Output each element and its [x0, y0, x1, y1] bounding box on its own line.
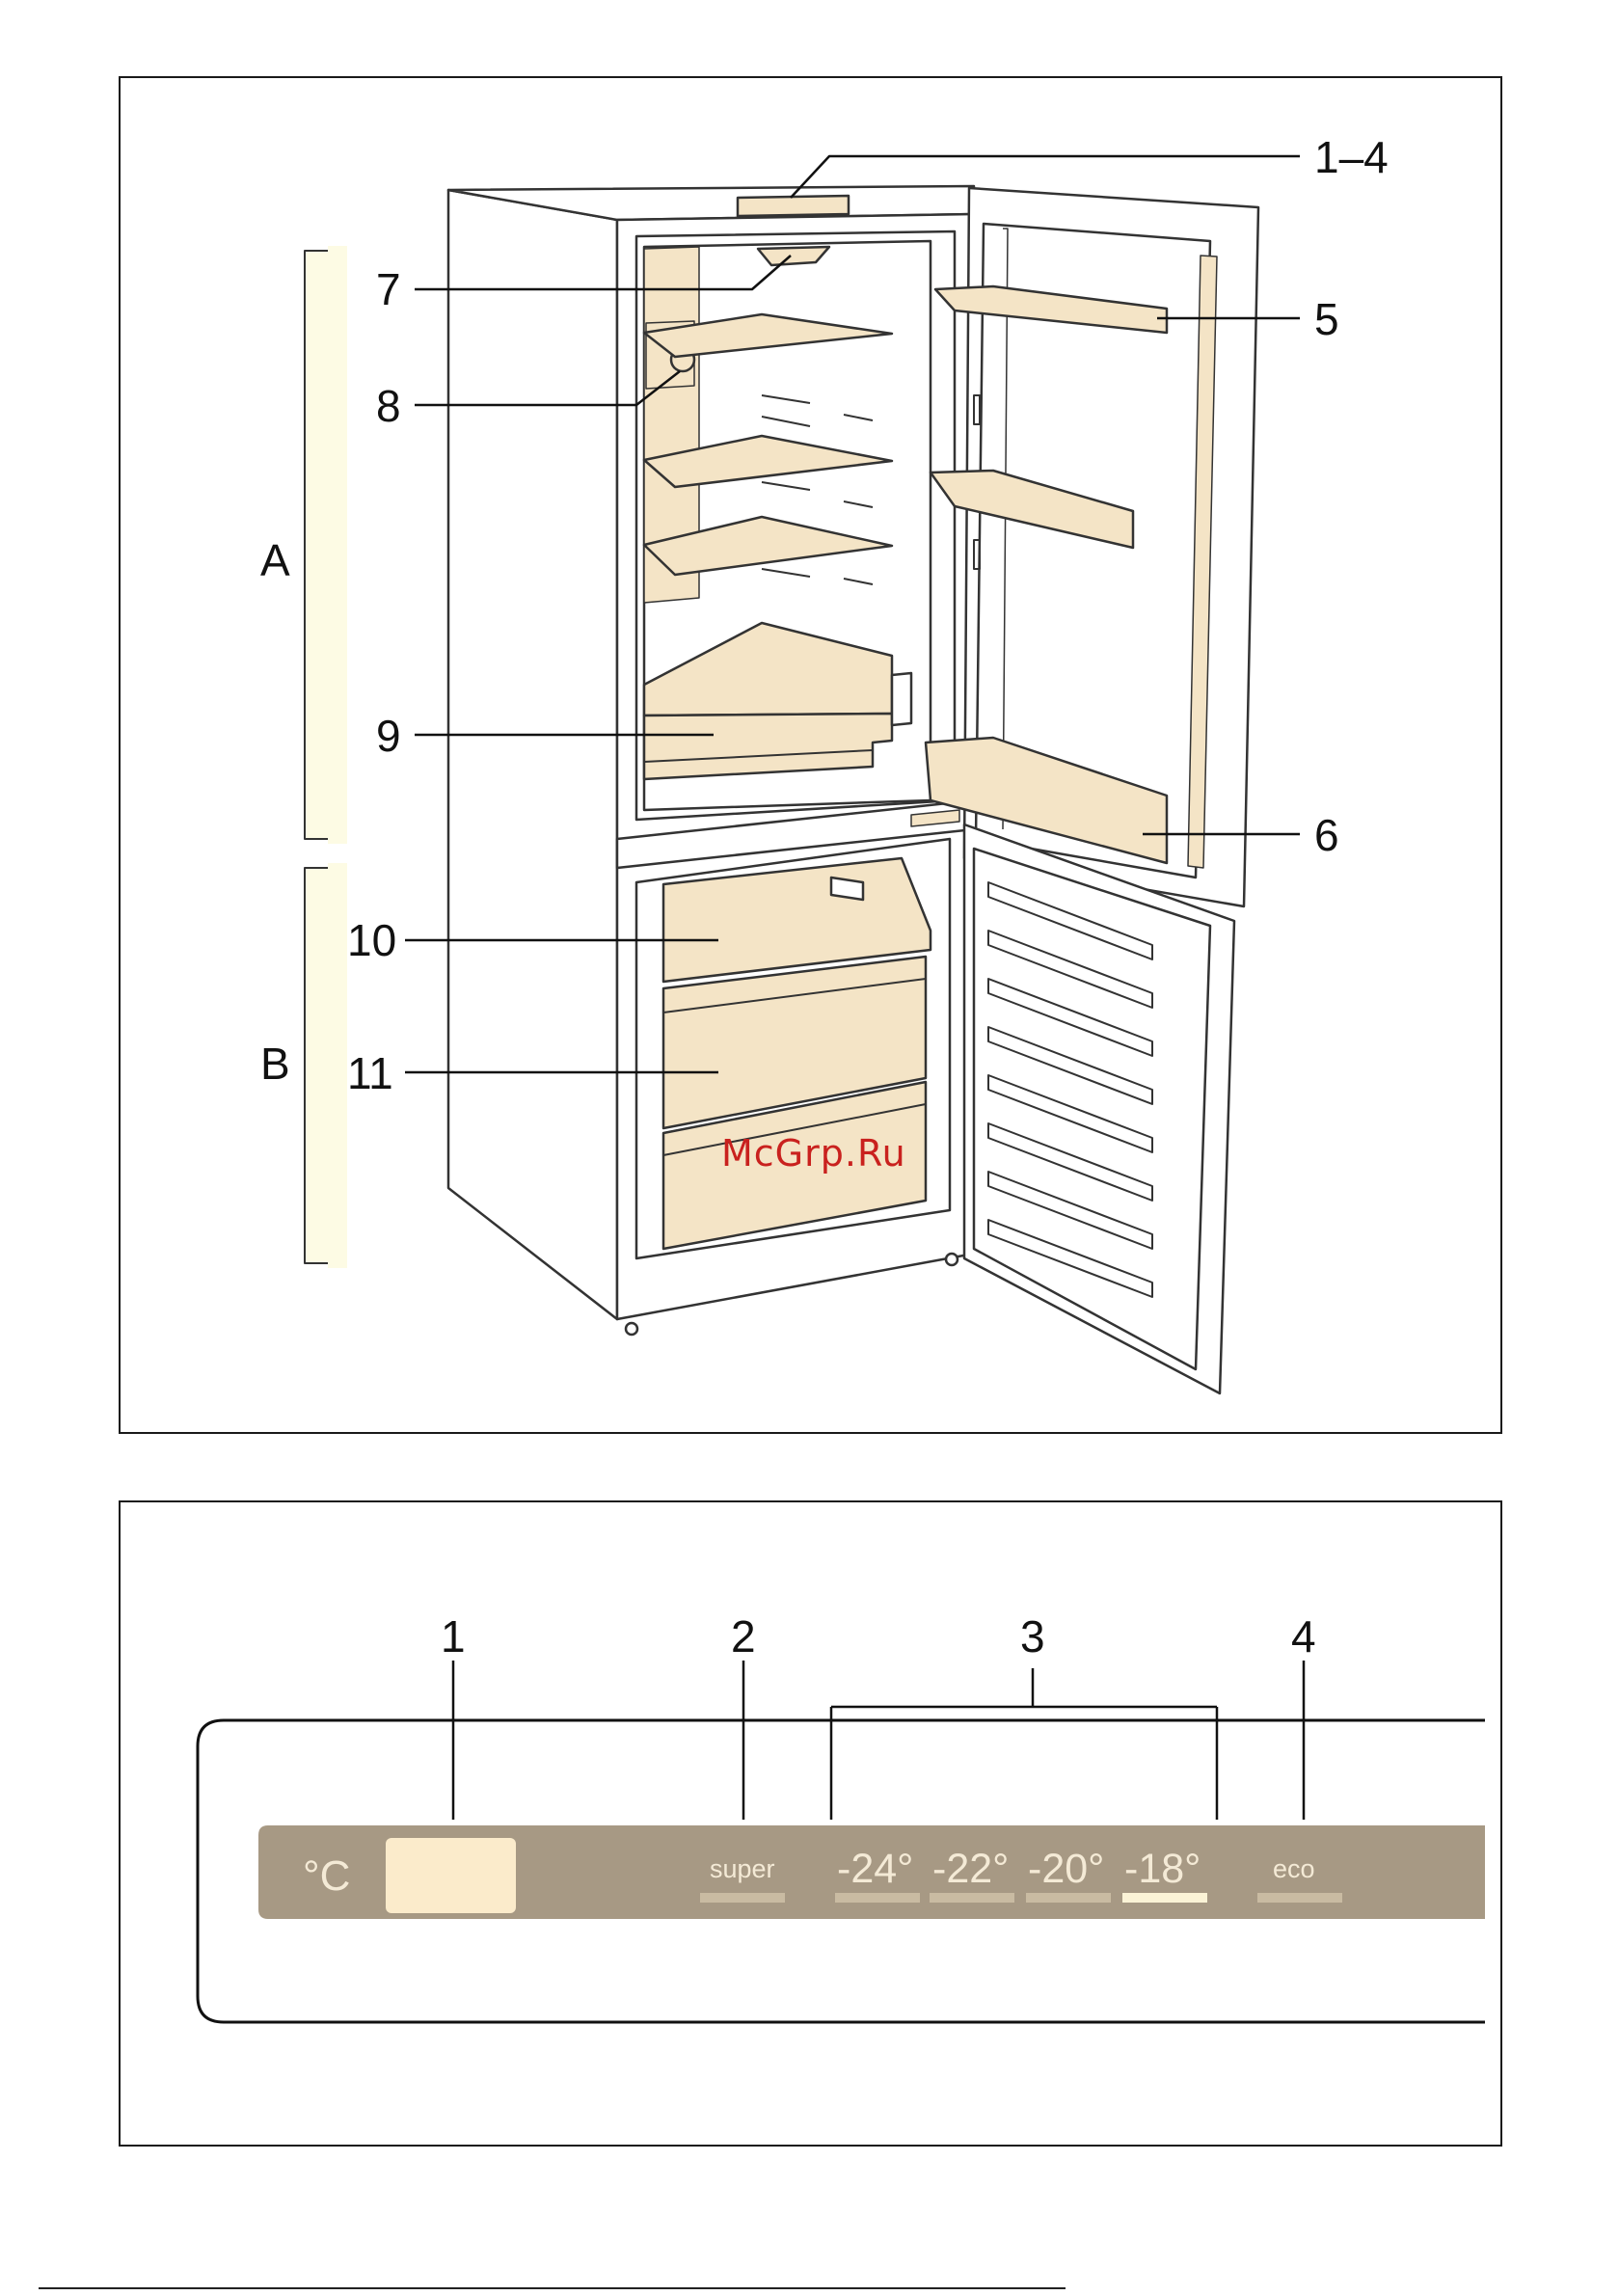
celsius-unit-label: °C [303, 1855, 350, 1898]
callout-9: 9 [376, 714, 401, 758]
callout-11: 11 [347, 1051, 393, 1095]
temp-22-button[interactable]: -22° [932, 1849, 1009, 1890]
footer-rule [39, 2287, 1066, 2289]
zone-b-label: B [260, 1041, 290, 1086]
callout-8: 8 [376, 384, 401, 428]
zone-a-label: A [260, 538, 290, 582]
callout-1-4: 1–4 [1314, 135, 1389, 179]
temp-20-button[interactable]: -20° [1028, 1849, 1104, 1890]
callout-5: 5 [1314, 297, 1339, 341]
panel-callout-4: 4 [1291, 1614, 1316, 1659]
control-panel-frame [119, 1500, 1502, 2147]
eco-button[interactable]: eco [1273, 1856, 1315, 1882]
callout-10: 10 [347, 918, 396, 962]
temp-24-button[interactable]: -24° [837, 1849, 913, 1890]
panel-callout-1: 1 [441, 1614, 466, 1659]
super-button[interactable]: super [710, 1856, 775, 1882]
panel-callout-3: 3 [1020, 1614, 1045, 1659]
temp-18-button[interactable]: -18° [1124, 1849, 1201, 1890]
watermark: McGrp.Ru [721, 1132, 906, 1175]
callout-6: 6 [1314, 813, 1339, 857]
panel-callout-2: 2 [731, 1614, 756, 1659]
callout-7: 7 [376, 267, 401, 311]
fridge-illustration [0, 0, 1619, 1446]
